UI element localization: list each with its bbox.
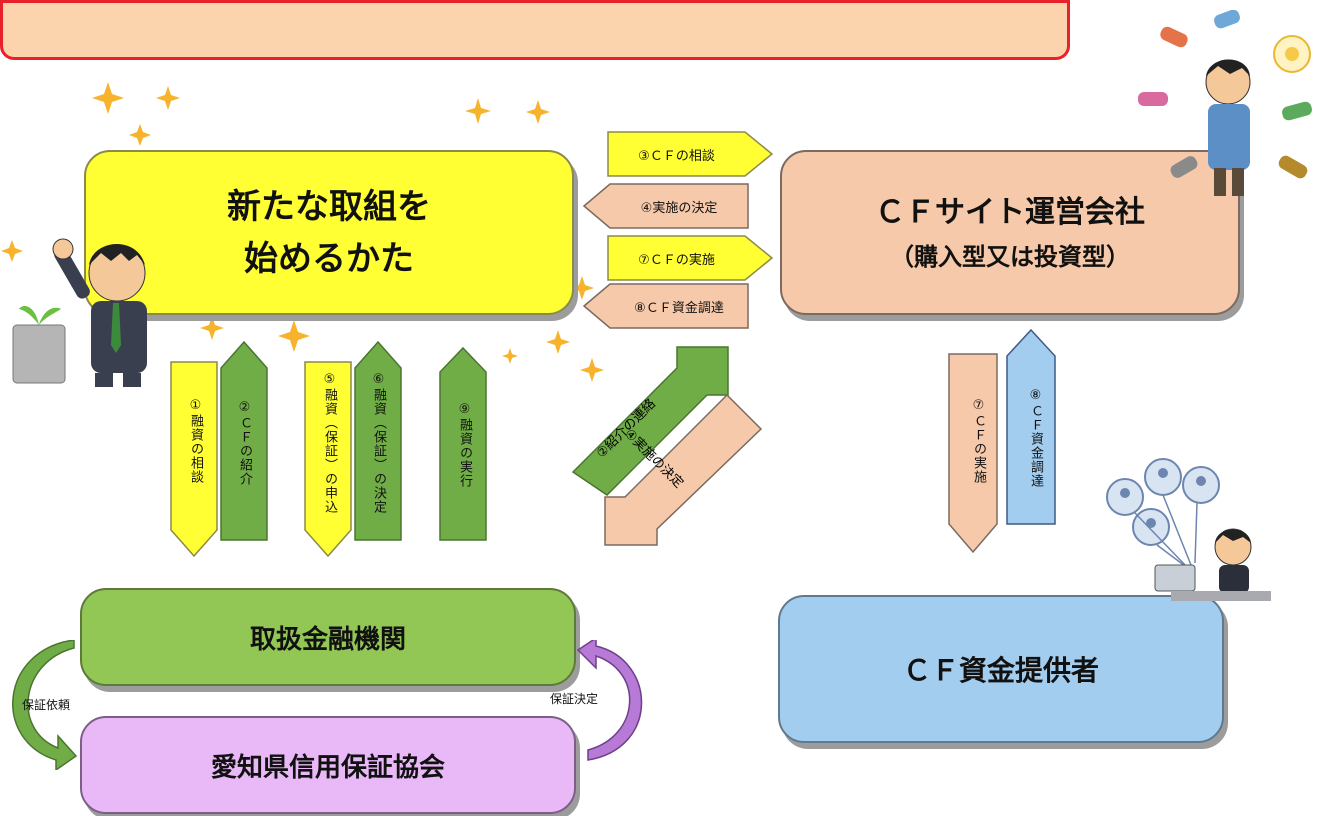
bank-box: 取扱金融機関 [80,588,576,686]
bank-title: 取扱金融機関 [249,624,406,655]
cf-funders-box: ＣＦ資金提供者 [778,595,1224,743]
arrow-label-cf-funding-up: ⑧ＣＦ資金調達 [1028,388,1043,488]
vertical-arrows-left [170,340,487,558]
curve-arrow-guarantee-decision [576,640,643,761]
arrow-label-cf-intro: ②ＣＦの紹介 [237,400,252,486]
presenter-icon [1138,10,1312,196]
arrow-label-cf-funding: ⑧ＣＦ資金調達 [634,300,724,316]
arrow-shape-cf-implement [607,235,774,281]
arrow-shape-intro-contact [571,346,729,496]
sparkle-icon [278,320,310,352]
arrow-label-cf-implement: ⑦ＣＦの実施 [638,252,715,268]
sparkle-icon [129,124,151,146]
arrow-shape-loan-apply [304,361,352,558]
arrow-label-loan-consult: ①融資の相談 [188,398,203,484]
sparkle-icon [465,98,491,124]
guarantee-title: 愛知県信用保証協会 [210,752,445,783]
arrow-shape-cf-intro [220,340,268,541]
label-guarantee-request: 保証依頼 [22,698,71,712]
laptop-user-icon [1106,458,1271,601]
curved-arrows [12,640,643,770]
plant-pot-icon [12,324,66,384]
arrow-shape-cf-funding-up [1006,328,1056,525]
horizontal-arrows [582,131,774,329]
arrow-label-cf-implement-down: ⑦ＣＦの実施 [971,398,986,484]
initiator-box: 新たな取組を 始めるかた [84,150,574,315]
cf-site-subtitle: （購入型又は投資型） [890,242,1130,271]
sparkle-icon [502,348,518,364]
businessman-cheering-icon [12,238,147,387]
sparkle-icon [546,330,570,354]
arrow-shape-decision [582,183,749,229]
guarantee-association-box: 愛知県信用保証協会 [80,716,576,814]
sparkle-icon [526,100,550,124]
sparkle-icon [156,86,180,110]
arrow-shape-cf-implement-down [948,353,998,554]
sparkle-icon [580,358,604,382]
label-guarantee-decision: 保証決定 [550,692,599,706]
arrow-shape-cf-decision [604,393,763,546]
crowd-hands-icon [1138,10,1312,179]
arrow-label-cf-consult: ③ＣＦの相談 [638,148,715,164]
curve-arrow-guarantee-request [12,640,78,770]
sparkle-icon [92,82,124,114]
cf-site-operator-box: ＣＦサイト運営会社 （購入型又は投資型） [780,150,1240,315]
arrow-label-loan-decision: ⑥融資（保証）の決定 [371,372,386,514]
sparkle-icon [200,316,224,340]
arrow-shape-cf-consult [607,131,774,177]
initiator-title-line1: 新たな取組を [227,186,431,227]
arrow-label-loan-apply: ⑤融資（保証）の申込 [322,372,337,514]
cf-site-title: ＣＦサイト運営会社 [875,194,1145,230]
funders-title: ＣＦ資金提供者 [902,654,1099,687]
initiator-title-line2: 始めるかた [244,238,414,279]
arrow-label-decision: ④実施の決定 [640,200,718,216]
arrow-label-loan-exec: ⑨融資の実行 [457,402,472,488]
arrow-shape-cf-funding [582,283,749,329]
top-banner [0,0,1070,60]
sparkle-icon [1,240,23,262]
arrow-shape-loan-decision [354,340,402,541]
sparkle-icon [570,276,594,300]
vertical-arrows-right [948,328,1056,554]
arrow-shape-loan-consult [170,361,218,558]
arrow-shape-loan-exec [439,346,487,541]
diagonal-arrows [571,346,763,546]
